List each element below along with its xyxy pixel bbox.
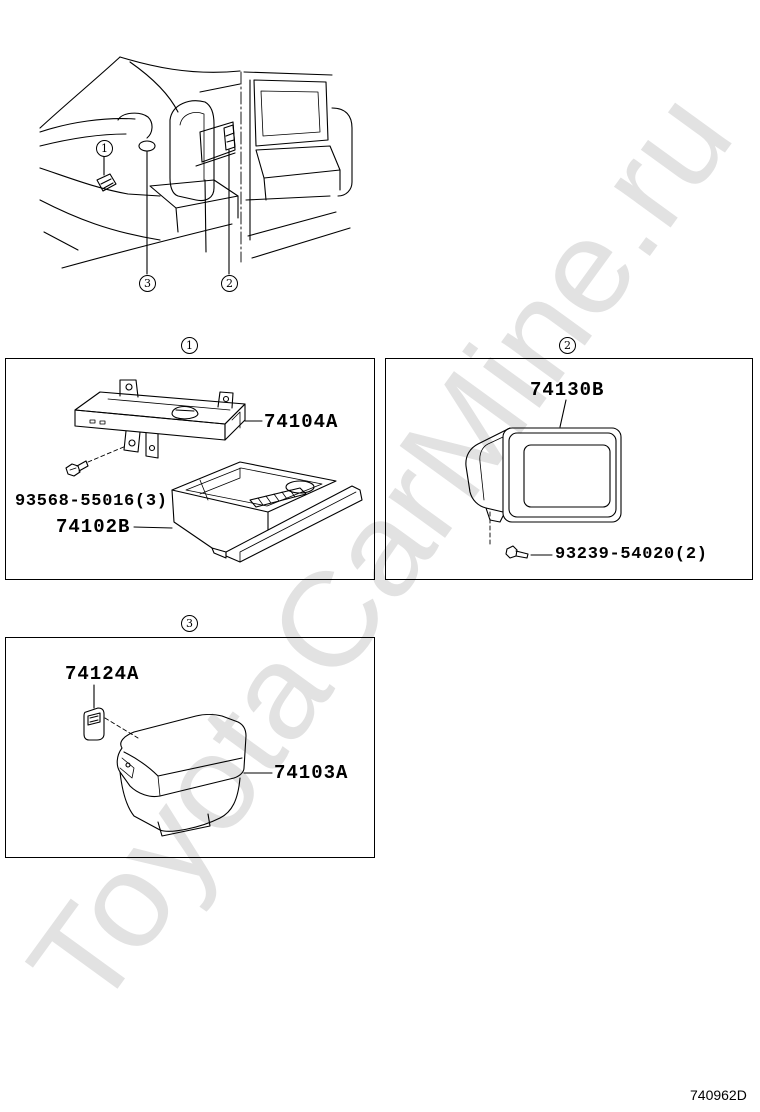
rear-seat-back [253,79,329,147]
panel-3-frame [5,637,375,858]
a-pillar-line [129,61,179,113]
instrument-hood-line [117,112,153,139]
rear-ashtray-lid [523,444,611,508]
knob-path-line [104,717,139,739]
ashtray-screw [505,545,529,559]
front-seat-cushion [149,179,239,209]
screw-shaft [515,550,529,559]
rear-ashtray-body [465,427,511,513]
screw-path-line [87,445,127,463]
front-seat-base [175,195,239,233]
knob-top [87,712,101,726]
bracket-end-face [224,403,246,441]
location-2-marker [223,124,236,151]
knob-body [83,707,105,741]
console-ashtray [116,713,247,837]
location-3-marker [138,140,156,152]
rear-ashtray [465,427,622,523]
drawer-front-lip [239,491,357,563]
part-number-screw[interactable]: 93568-55016(3) [15,492,168,511]
rear-floor-line-2 [247,211,337,237]
ashtray-drawer [171,461,363,563]
door-trim-panel [199,121,236,163]
part-number-drawer[interactable]: 74102B [56,516,131,538]
door-lower-line [204,179,207,253]
drawer-grate-slots [257,489,296,506]
console-ashtray-lid-corner [157,775,161,797]
panel-1-frame [5,358,375,580]
part-number-bracket[interactable]: 74104A [264,411,339,433]
console-ashtray-foot [157,813,211,837]
console-ashtray-body [119,771,241,832]
rear-ashtray-body-edge [479,436,504,501]
overview-callout-2: 2 [221,275,238,292]
rear-seat-back-inner [260,90,321,137]
windshield-edge-line [39,56,121,129]
floor-line [39,199,161,241]
rear-seat-cushion [255,145,341,179]
console-line [43,231,79,251]
screw-head-slot [69,467,77,471]
dashboard-lower-line [39,133,127,147]
drawer-leader [133,526,173,529]
overview-callout-1: 1 [96,140,113,157]
part-number-knob[interactable]: 74124A [65,663,140,685]
drawer-cup [285,480,315,494]
roof-line [119,56,241,73]
rear-ashtray-face-rim [508,432,617,518]
rear-ashtray-leader [559,399,567,428]
bracket-tab-hole [125,383,133,391]
drawer-rim-inner [185,467,323,507]
bracket-tab-lower [123,430,141,453]
bracket-tab-right [217,391,234,409]
part-number-rear-screw[interactable]: 93239-54020(2) [555,545,708,564]
bracket-tab-lower-2 [145,432,159,459]
door-top-line [199,83,241,93]
rear-floor-line [245,195,331,201]
overview-callout-3: 3 [139,275,156,292]
location-1-marker [96,173,117,192]
panel-3-callout: 3 [181,615,198,632]
part-number-rear-ashtray[interactable]: 74130B [530,379,605,401]
drawer-grate [249,487,307,508]
mounting-screw [65,460,89,477]
panel-2-callout: 2 [559,337,576,354]
console-ashtray-lid [116,713,247,798]
front-seat-back-inner [179,112,205,181]
ashtray-bracket [74,379,246,459]
rear-ashtray-tab [485,507,504,523]
rear-ashtray-face-outer [502,427,622,523]
bracket-tab-hole [148,444,156,452]
rear-roof-line [243,71,333,76]
panel-1-callout: 1 [181,337,198,354]
console-ashtray-pin [125,762,131,768]
drawer-rim-outer [171,461,337,513]
front-seat-back [169,100,215,202]
ashtray-knob [83,707,105,741]
bracket-latch [171,405,199,420]
overview-leaders [103,149,230,275]
screw-shaft [76,460,89,472]
rear-side-panel [331,107,353,197]
bracket-slots [89,419,106,425]
bracket-tab-left [119,379,139,398]
screw-head [65,463,81,477]
drawer-body [171,489,269,549]
panel-2-frame [385,358,753,580]
drawer-flange [211,547,227,559]
bracket-tab-hole [128,439,136,447]
diagram-code: 740962D [690,1087,747,1103]
rear-seat-legs [263,169,341,201]
rear-floor-line-3 [251,227,351,259]
drawer-divider [199,467,241,501]
bracket-end-detail [231,411,241,429]
bracket-inner-line [107,398,231,411]
overview-interior-sketch [39,56,353,269]
bracket-tab-hole [222,395,230,403]
dashboard-panel-line [39,167,161,197]
dashboard-top-line [39,118,136,133]
part-number-console-ashtray[interactable]: 74103A [274,762,349,784]
